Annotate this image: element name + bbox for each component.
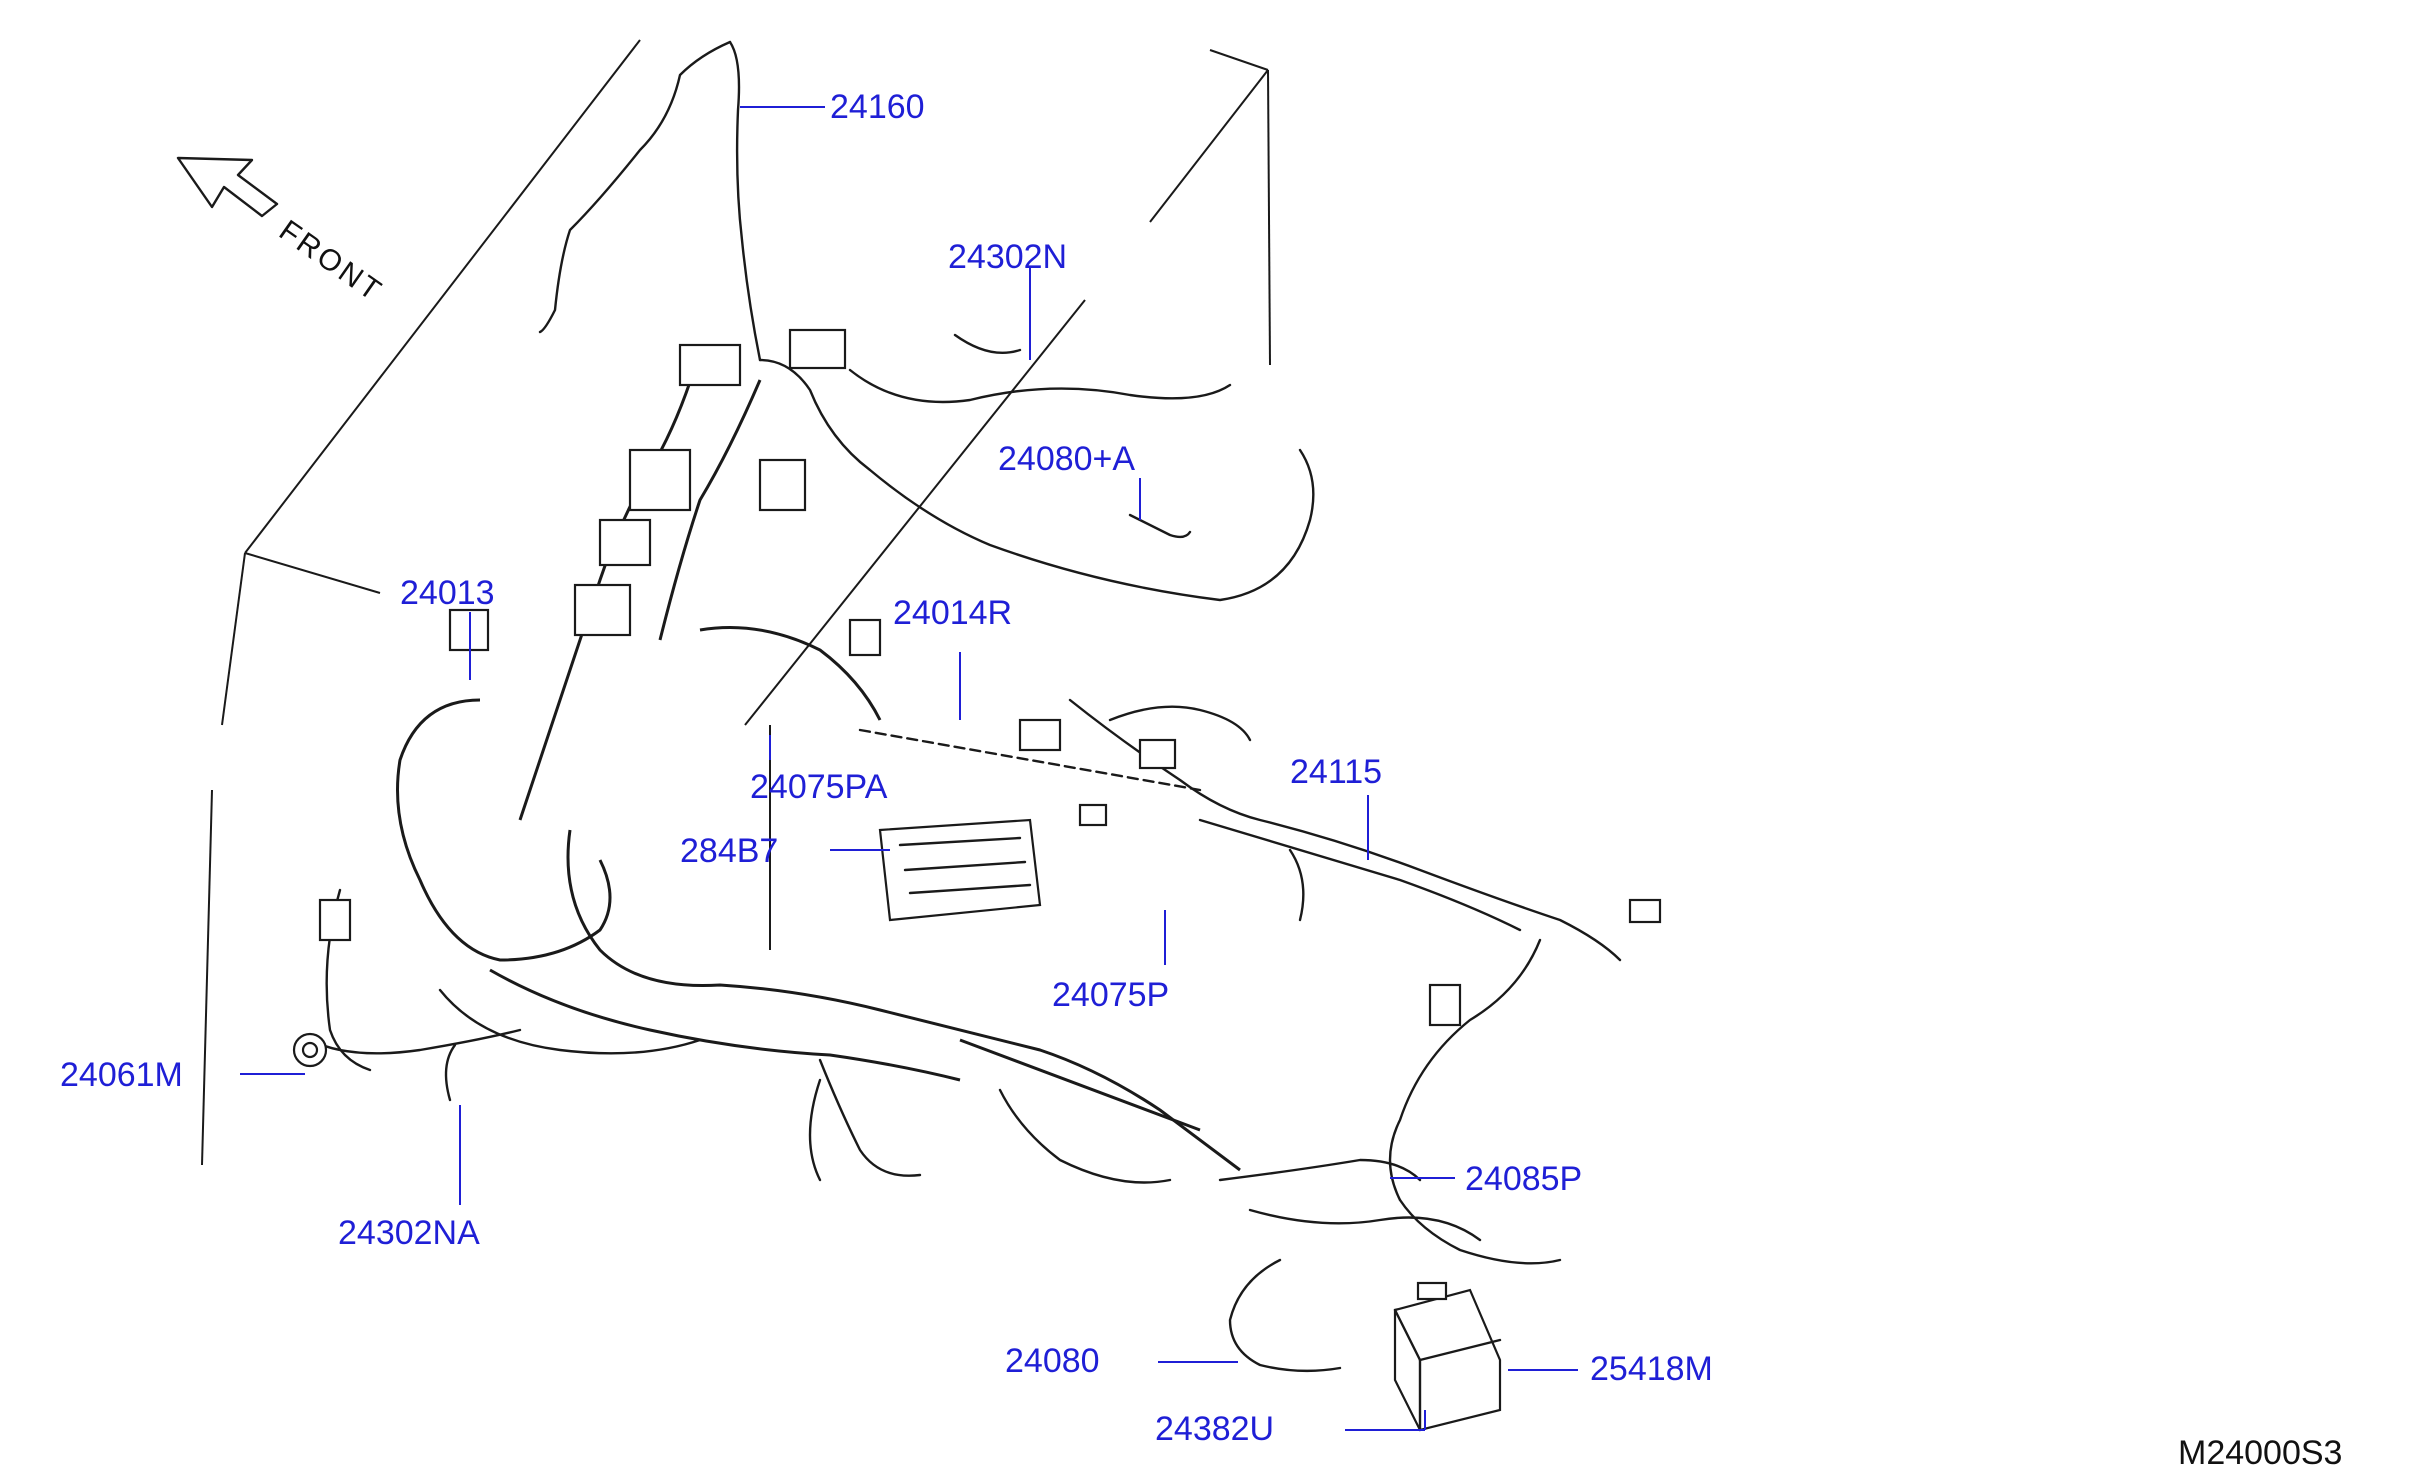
module-boxes [292, 328, 1662, 1432]
part-label-24085P[interactable]: 24085P [1465, 1160, 1583, 1198]
part-label-24075P[interactable]: 24075P [1052, 976, 1170, 1014]
part-label-284B7[interactable]: 284B7 [680, 832, 779, 870]
part-label-24160[interactable]: 24160 [830, 88, 925, 126]
part-label-24382U[interactable]: 24382U [1155, 1410, 1275, 1448]
part-label-24075PA[interactable]: 24075PA [750, 768, 888, 806]
part-label-25418M[interactable]: 25418M [1590, 1350, 1713, 1388]
part-label-24061M[interactable]: 24061M [60, 1056, 183, 1094]
main-harness [308, 40, 1622, 1373]
front-arrow-icon [176, 156, 279, 218]
drawing-code: M24000S3 [2178, 1434, 2343, 1472]
part-label-24080[interactable]: 24080 [1005, 1342, 1100, 1380]
part-label-24080A[interactable]: 24080+A [998, 440, 1136, 478]
part-label-24302NA[interactable]: 24302NA [338, 1214, 480, 1252]
leader-lines [240, 106, 1578, 1431]
part-label-24014R[interactable]: 24014R [893, 594, 1013, 632]
part-label-24115[interactable]: 24115 [1290, 753, 1383, 791]
body-frame-outline [201, 39, 1271, 1166]
part-label-24013[interactable]: 24013 [400, 574, 495, 612]
part-label-24302N[interactable]: 24302N [948, 238, 1068, 276]
